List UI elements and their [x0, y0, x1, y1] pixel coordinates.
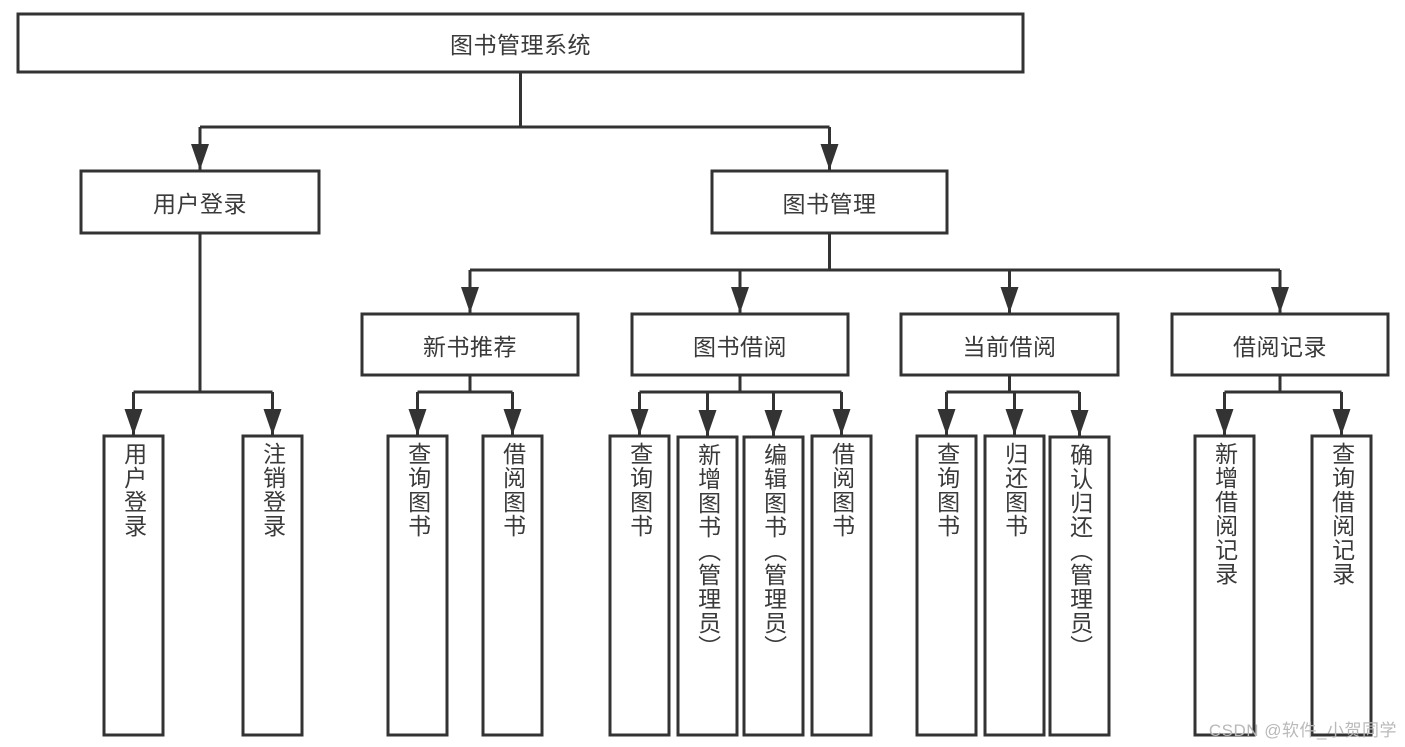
- node-box-leaf-7[interactable]: [742, 435, 805, 737]
- node-box-current[interactable]: [899, 312, 1120, 377]
- arrow-head-leaf-11: [1070, 410, 1089, 436]
- arrow-head-leaf-6: [698, 410, 717, 436]
- node-box-root[interactable]: [16, 12, 1025, 74]
- arrow-head-leaf-13: [1332, 409, 1351, 435]
- arrow-head-leaf-4: [503, 409, 522, 435]
- arrow-head-leaf-3: [408, 409, 427, 435]
- node-box-leaf-3[interactable]: [386, 434, 449, 737]
- node-box-leaf-8[interactable]: [810, 434, 873, 737]
- arrow-head-leaf-2: [263, 409, 282, 435]
- arrow-head-leaf-9: [937, 409, 956, 435]
- arrow-head-newbook: [461, 287, 479, 313]
- node-box-leaf-1[interactable]: [102, 434, 165, 737]
- arrow-head-current: [1000, 287, 1019, 313]
- node-box-login[interactable]: [79, 169, 321, 235]
- node-box-layer: [16, 12, 1390, 737]
- node-box-leaf-10[interactable]: [983, 434, 1046, 737]
- connector-layer: [124, 72, 1351, 436]
- arrow-head-borrow: [731, 287, 749, 313]
- node-box-borrow[interactable]: [630, 312, 850, 377]
- arrow-head-leaf-5: [630, 409, 649, 435]
- node-box-bookmgmt[interactable]: [710, 169, 949, 235]
- arrow-head-login: [191, 144, 209, 170]
- arrow-head-bookmgmt: [820, 144, 839, 170]
- node-box-leaf-5[interactable]: [608, 434, 671, 737]
- node-box-leaf-12[interactable]: [1193, 434, 1256, 737]
- arrow-head-leaf-7: [764, 410, 783, 436]
- watermark-text: CSDN @软件_小贺同学: [1208, 721, 1397, 740]
- arrow-head-leaf-1: [124, 409, 143, 435]
- node-box-leaf-4[interactable]: [481, 434, 544, 737]
- node-box-newbook[interactable]: [360, 312, 580, 377]
- node-box-leaf-2[interactable]: [241, 434, 304, 737]
- node-box-leaf-13[interactable]: [1310, 434, 1373, 737]
- arrow-head-leaf-12: [1215, 409, 1234, 435]
- node-box-records[interactable]: [1170, 312, 1390, 377]
- node-box-leaf-9[interactable]: [915, 434, 978, 737]
- arrow-head-records: [1271, 287, 1289, 313]
- node-box-leaf-11[interactable]: [1048, 435, 1111, 737]
- arrow-head-leaf-10: [1005, 409, 1024, 435]
- node-box-leaf-6[interactable]: [676, 435, 739, 737]
- arrow-head-leaf-8: [832, 409, 851, 435]
